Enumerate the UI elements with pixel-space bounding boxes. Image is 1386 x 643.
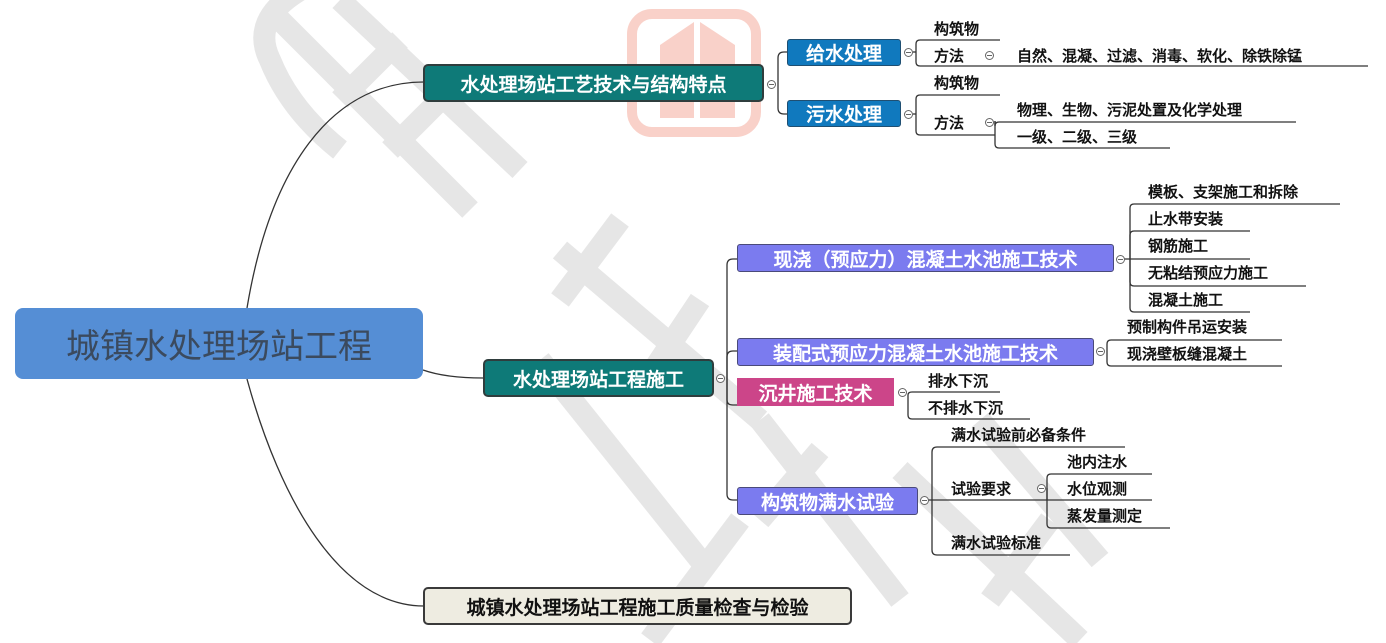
branch-process-structure[interactable]: 水处理场站工艺技术与结构特点 [423, 64, 764, 102]
leaf-test-standard[interactable]: 满水试验标准 [951, 534, 1042, 552]
leaf-concrete[interactable]: 混凝土施工 [1148, 291, 1224, 309]
collapse-minus-icon[interactable] [716, 374, 725, 383]
leaf-sewage-levels[interactable]: 一级、二级、三级 [1017, 128, 1138, 146]
leaf-joint-concrete[interactable]: 现浇壁板缝混凝土 [1127, 345, 1248, 363]
node-water-test[interactable]: 构筑物满水试验 [737, 487, 918, 515]
branch-label: 水处理场站工程施工 [512, 368, 684, 391]
collapse-minus-icon[interactable] [767, 80, 776, 89]
root-node[interactable]: 城镇水处理场站工程 [15, 308, 423, 379]
branch-label: 水处理场站工艺技术与结构特点 [460, 73, 727, 96]
collapse-minus-icon[interactable] [985, 51, 994, 60]
node-precast-tank[interactable]: 装配式预应力混凝土水池施工技术 [737, 338, 1094, 366]
leaf-rebar[interactable]: 钢筋施工 [1148, 237, 1209, 255]
branch-construction[interactable]: 水处理场站工程施工 [483, 359, 714, 397]
collapse-minus-icon[interactable] [898, 388, 907, 397]
node-water-supply[interactable]: 给水处理 [787, 39, 901, 66]
node-label: 现浇（预应力）混凝土水池施工技术 [773, 248, 1078, 271]
leaf-undrained-sinking[interactable]: 不排水下沉 [928, 399, 1004, 417]
leaf-formwork[interactable]: 模板、支架施工和拆除 [1148, 183, 1299, 201]
node-label: 构筑物满水试验 [760, 491, 894, 514]
node-label: 给水处理 [805, 43, 882, 65]
leaf-drained-sinking[interactable]: 排水下沉 [928, 372, 989, 390]
branch-label: 城镇水处理场站工程施工质量检查与检验 [466, 596, 809, 619]
leaf-methods[interactable]: 方法 [934, 47, 965, 65]
leaf-sewage-method-types[interactable]: 物理、生物、污泥处置及化学处理 [1017, 101, 1243, 119]
leaf-level-observation[interactable]: 水位观测 [1067, 480, 1128, 498]
collapse-minus-icon[interactable] [985, 118, 994, 127]
node-sewage[interactable]: 污水处理 [787, 100, 901, 127]
leaf-supply-methods-detail[interactable]: 自然、混凝、过滤、消毒、软化、除铁除锰 [1017, 47, 1303, 65]
leaf-test-requirements[interactable]: 试验要求 [951, 480, 1012, 498]
leaf-test-prerequisites[interactable]: 满水试验前必备条件 [951, 426, 1087, 444]
node-label: 污水处理 [805, 104, 882, 126]
collapse-minus-icon[interactable] [1116, 255, 1125, 264]
branch-quality-inspection[interactable]: 城镇水处理场站工程施工质量检查与检验 [423, 587, 852, 625]
collapse-minus-icon[interactable] [920, 496, 929, 505]
node-label: 沉井施工技术 [758, 382, 873, 405]
leaf-structures[interactable]: 构筑物 [934, 20, 980, 38]
leaf-precast-hoisting[interactable]: 预制构件吊运安装 [1127, 318, 1248, 336]
collapse-minus-icon[interactable] [1096, 347, 1105, 356]
leaf-structures[interactable]: 构筑物 [934, 74, 980, 92]
node-cast-in-place-tank[interactable]: 现浇（预应力）混凝土水池施工技术 [737, 244, 1114, 272]
node-label: 装配式预应力混凝土水池施工技术 [772, 342, 1058, 365]
collapse-minus-icon[interactable] [1037, 484, 1046, 493]
root-label: 城镇水处理场站工程 [66, 327, 372, 367]
leaf-methods[interactable]: 方法 [934, 114, 965, 132]
leaf-unbonded-prestress[interactable]: 无粘结预应力施工 [1148, 264, 1269, 282]
leaf-waterstop[interactable]: 止水带安装 [1148, 210, 1224, 228]
collapse-minus-icon[interactable] [904, 48, 913, 57]
node-caisson[interactable]: 沉井施工技术 [737, 378, 894, 406]
leaf-fill-water[interactable]: 池内注水 [1067, 453, 1128, 471]
collapse-minus-icon[interactable] [904, 110, 913, 119]
leaf-evaporation-measure[interactable]: 蒸发量测定 [1067, 507, 1143, 525]
